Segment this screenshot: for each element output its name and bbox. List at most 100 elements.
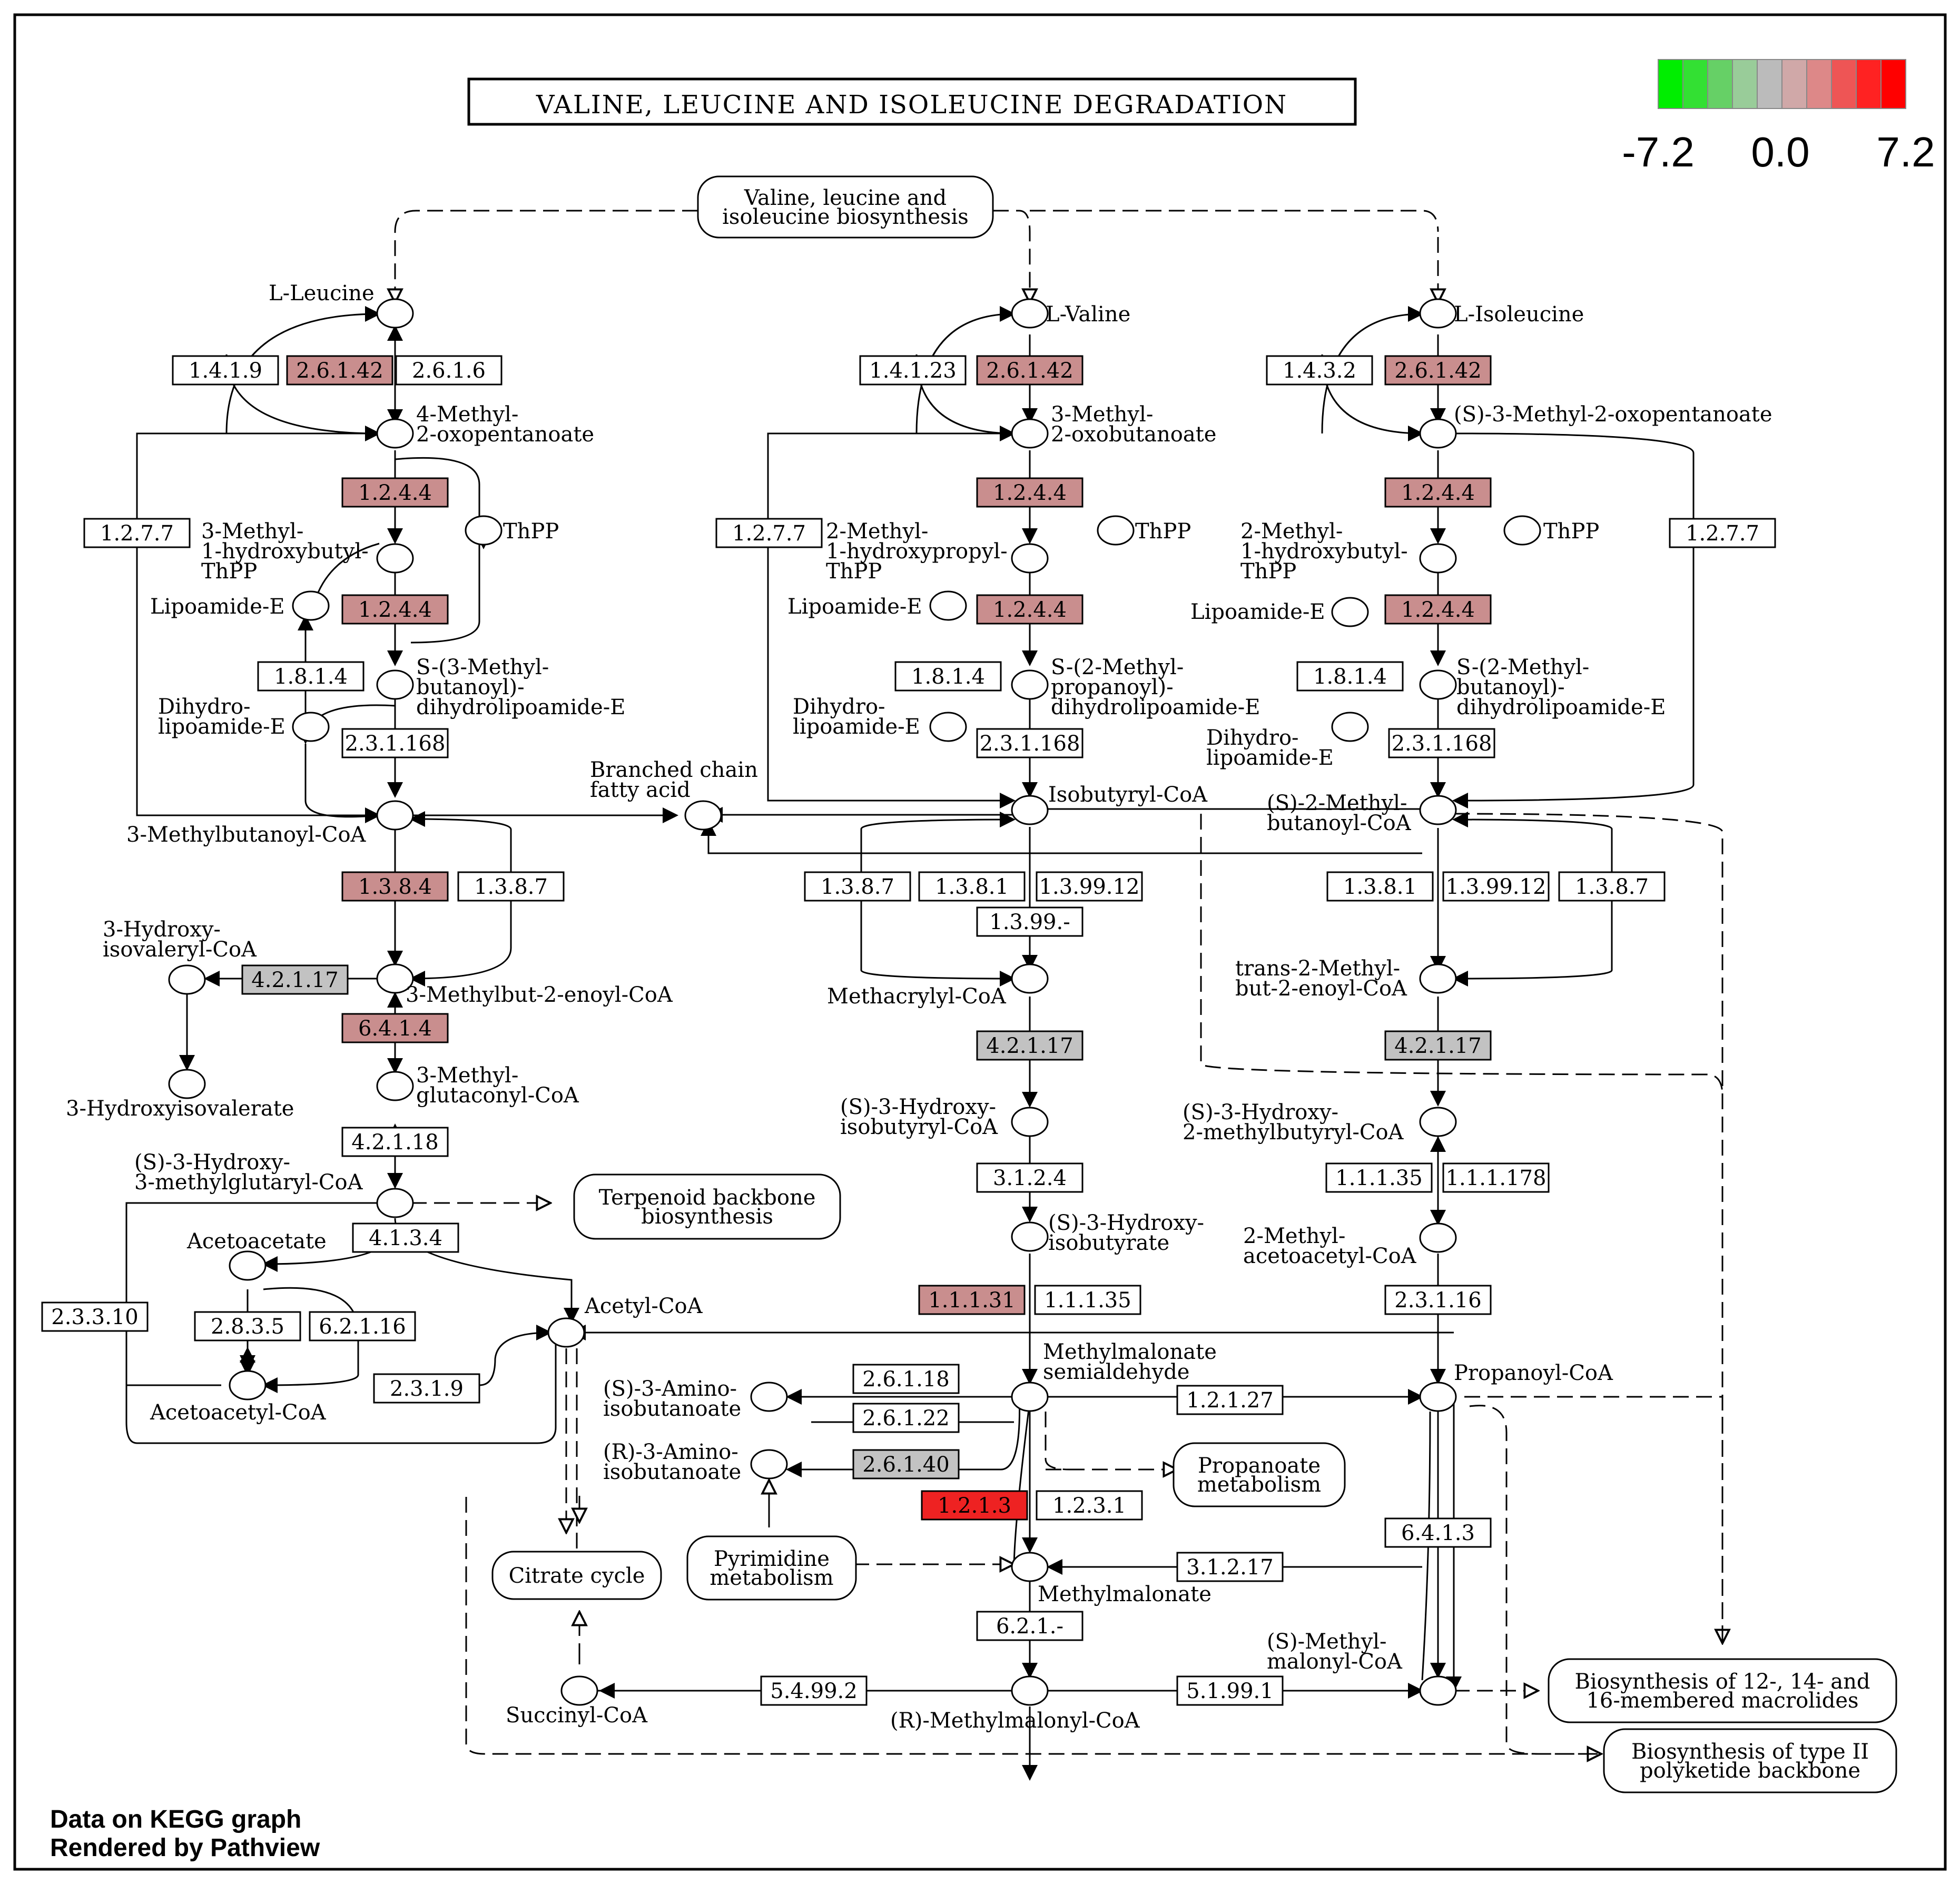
compound-node[interactable]: (S)-3-Hydroxy-2-methylbutyryl-CoA: [1183, 1100, 1457, 1145]
enzyme-box[interactable]: 1.3.8.7: [804, 871, 911, 902]
compound-node[interactable]: Dihydro-lipoamide-E: [158, 695, 330, 742]
compound-node[interactable]: 4-Methyl-2-oxopentanoate: [376, 402, 594, 449]
enzyme-box[interactable]: 1.3.99.12: [1036, 871, 1143, 902]
enzyme-box[interactable]: 4.2.1.17: [1384, 1030, 1492, 1061]
enzyme-box[interactable]: 4.2.1.17: [241, 964, 349, 995]
compound-node[interactable]: 3-Hydroxy-isovaleryl-CoA: [103, 918, 257, 995]
compound-node[interactable]: L-Valine: [1011, 298, 1130, 329]
enzyme-box[interactable]: 2.6.1.22: [852, 1403, 960, 1433]
compound-node[interactable]: Acetoacetyl-CoA: [150, 1370, 327, 1425]
compound-node[interactable]: Propanoyl-CoA: [1419, 1361, 1613, 1412]
compound-node[interactable]: Methylmalonate: [1011, 1552, 1212, 1606]
enzyme-box[interactable]: 1.8.1.4: [894, 661, 1002, 692]
enzyme-box[interactable]: 1.3.99.-: [976, 906, 1084, 937]
enzyme-box[interactable]: 1.3.99.12: [1442, 871, 1550, 902]
enzyme-box[interactable]: 1.3.8.1: [1326, 871, 1434, 902]
enzyme-box[interactable]: 2.6.1.6: [395, 355, 503, 386]
enzyme-box[interactable]: 1.4.1.9: [172, 355, 279, 386]
enzyme-box[interactable]: 2.6.1.42: [286, 355, 393, 386]
enzyme-box[interactable]: 6.4.1.4: [341, 1013, 449, 1043]
compound-node[interactable]: 3-Methyl-1-hydroxybutyl-ThPP: [201, 519, 414, 584]
enzyme-box[interactable]: 6.2.1.16: [309, 1311, 416, 1342]
enzyme-box[interactable]: 1.2.3.1: [1036, 1490, 1143, 1521]
compound-node[interactable]: Succinyl-CoA: [506, 1675, 648, 1728]
enzyme-box[interactable]: 2.3.1.168: [341, 728, 449, 758]
enzyme-box[interactable]: 1.2.7.7: [715, 518, 823, 548]
compound-node[interactable]: trans-2-Methyl-but-2-enoyl-CoA: [1235, 956, 1457, 1001]
compound-node[interactable]: ThPP: [1503, 515, 1599, 546]
enzyme-box[interactable]: 2.8.3.5: [194, 1311, 301, 1342]
enzyme-box[interactable]: 2.6.1.42: [976, 355, 1084, 386]
compound-node[interactable]: (S)-Methyl-malonyl-CoA: [1267, 1630, 1457, 1706]
enzyme-box[interactable]: 4.1.3.4: [352, 1222, 459, 1253]
enzyme-box[interactable]: 2.3.1.16: [1384, 1285, 1492, 1315]
compound-node[interactable]: (S)-3-Amino-isobutanoate: [603, 1377, 788, 1421]
compound-node[interactable]: Lipoamide-E: [1190, 597, 1369, 627]
enzyme-box[interactable]: 1.1.1.178: [1442, 1162, 1550, 1193]
enzyme-box[interactable]: 1.2.7.7: [83, 518, 191, 548]
compound-node[interactable]: Lipoamide-E: [787, 590, 967, 621]
enzyme-box[interactable]: 1.2.4.4: [1384, 594, 1492, 625]
compound-node[interactable]: 3-Methylbut-2-enoyl-CoA: [376, 963, 673, 1007]
enzyme-box[interactable]: 1.2.1.3: [921, 1490, 1028, 1521]
enzyme-box[interactable]: 2.3.1.9: [373, 1373, 480, 1404]
enzyme-box[interactable]: 1.1.1.31: [918, 1285, 1026, 1315]
enzyme-box[interactable]: 4.2.1.17: [976, 1030, 1084, 1061]
enzyme-box[interactable]: 6.4.1.3: [1384, 1517, 1492, 1548]
compound-node[interactable]: (S)-2-Methyl-butanoyl-CoA: [1267, 791, 1457, 835]
enzyme-box[interactable]: 2.6.1.18: [852, 1364, 960, 1394]
compound-node[interactable]: (S)-3-Hydroxy-isobutyrate: [1011, 1211, 1204, 1255]
enzyme-box[interactable]: 1.2.7.7: [1669, 518, 1776, 548]
enzyme-box[interactable]: 3.1.2.17: [1176, 1552, 1284, 1582]
compound-node[interactable]: Dihydro-lipoamide-E: [793, 695, 967, 742]
compound-node[interactable]: 2-Methyl-acetoacetyl-CoA: [1243, 1222, 1457, 1268]
enzyme-box[interactable]: 4.2.1.18: [341, 1127, 449, 1157]
compound-node[interactable]: 3-Hydroxyisovalerate: [66, 1069, 294, 1121]
compound-node[interactable]: ThPP: [1097, 515, 1191, 546]
enzyme-box[interactable]: 2.3.1.168: [976, 728, 1084, 758]
compound-node[interactable]: 2-Methyl-1-hydroxypropyl-ThPP: [826, 519, 1049, 584]
compound-node[interactable]: 3-Methylbutanoyl-CoA: [126, 800, 414, 847]
enzyme-box[interactable]: 5.1.99.1: [1176, 1675, 1284, 1706]
compound-node[interactable]: L-Leucine: [269, 281, 414, 329]
enzyme-box[interactable]: 1.4.3.2: [1266, 355, 1373, 386]
enzyme-box[interactable]: 1.2.4.4: [341, 594, 449, 625]
pathway-link-citrate[interactable]: Citrate cycle: [491, 1551, 662, 1600]
enzyme-box[interactable]: 1.2.4.4: [976, 594, 1084, 625]
compound-node[interactable]: L-Isoleucine: [1419, 298, 1584, 329]
enzyme-box[interactable]: 1.3.8.1: [918, 871, 1026, 902]
enzyme-box[interactable]: 1.8.1.4: [257, 661, 365, 692]
enzyme-box[interactable]: 1.3.8.4: [341, 871, 449, 902]
enzyme-box[interactable]: 1.2.4.4: [1384, 477, 1492, 508]
enzyme-box[interactable]: 1.8.1.4: [1296, 661, 1404, 692]
compound-node[interactable]: S-(3-Methyl-butanoyl)-dihydrolipoamide-E: [376, 655, 625, 719]
compound-node[interactable]: 3-Methyl-glutaconyl-CoA: [376, 1063, 579, 1108]
compound-node[interactable]: (R)-Methylmalonyl-CoA: [890, 1675, 1140, 1733]
enzyme-box[interactable]: 1.2.4.4: [976, 477, 1084, 508]
enzyme-box[interactable]: 1.2.4.4: [341, 477, 449, 508]
compound-node[interactable]: Methacrylyl-CoA: [827, 963, 1049, 1009]
enzyme-box[interactable]: 2.6.1.40: [852, 1449, 960, 1479]
pathway-link-macrolides[interactable]: Biosynthesis of 12-, 14- and16-membered …: [1548, 1658, 1897, 1723]
compound-node[interactable]: (R)-3-Amino-isobutanoate: [603, 1440, 788, 1484]
enzyme-box[interactable]: 2.3.1.168: [1388, 728, 1495, 758]
compound-node[interactable]: 3-Methyl-2-oxobutanoate: [1011, 402, 1216, 449]
compound-node[interactable]: (S)-3-Hydroxy-3-methylglutaryl-CoA: [134, 1150, 414, 1218]
enzyme-box[interactable]: 3.1.2.4: [976, 1162, 1084, 1193]
compound-node[interactable]: Acetoacetate: [186, 1229, 327, 1281]
enzyme-box[interactable]: 1.3.8.7: [457, 871, 565, 902]
compound-node[interactable]: S-(2-Methyl-butanoyl)-dihydrolipoamide-E: [1419, 655, 1666, 719]
enzyme-box[interactable]: 1.3.8.7: [1558, 871, 1666, 902]
enzyme-box[interactable]: 5.4.99.2: [760, 1675, 868, 1706]
compound-node[interactable]: Dihydro-lipoamide-E: [1206, 712, 1369, 770]
enzyme-box[interactable]: 1.1.1.35: [1034, 1285, 1141, 1315]
compound-node[interactable]: Isobutyryl-CoA: [1011, 783, 1208, 825]
compound-node[interactable]: 2-Methyl-1-hydroxybutyl-ThPP: [1240, 519, 1457, 584]
compound-node[interactable]: (S)-3-Hydroxy-isobutyryl-CoA: [840, 1095, 1049, 1139]
enzyme-box[interactable]: 1.2.1.27: [1176, 1385, 1284, 1415]
